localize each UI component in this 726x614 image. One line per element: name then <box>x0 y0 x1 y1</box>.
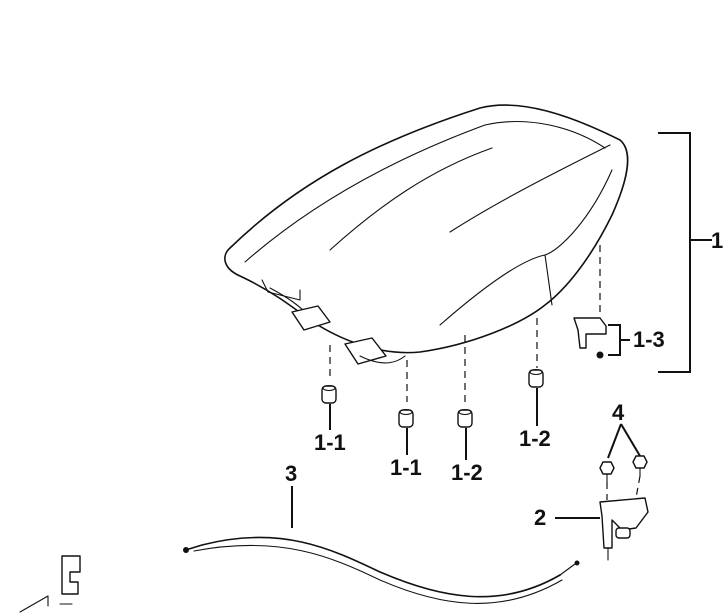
guide-line <box>635 475 641 499</box>
seat-cable-drawing <box>183 536 580 604</box>
seat-drawing <box>224 104 629 365</box>
lock-bracket-drawing <box>599 497 649 561</box>
grommet <box>528 368 544 388</box>
bolt <box>632 455 648 477</box>
grommet <box>398 408 414 428</box>
label-bolts: 4 <box>612 400 625 425</box>
grommet <box>457 408 473 428</box>
bracket-leader <box>608 324 621 356</box>
label-seat-bracket: 1-3 <box>633 327 665 352</box>
label-lock-bracket: 2 <box>534 505 547 530</box>
label-seat-assembly: 1 <box>711 228 724 253</box>
leader-line <box>620 423 641 457</box>
grommet <box>321 384 337 404</box>
label-cable: 3 <box>285 461 298 486</box>
label-grommet-1-2: 1-2 <box>451 460 483 485</box>
leader-line <box>607 423 622 459</box>
label-grommet-1-1: 1-1 <box>314 430 346 455</box>
seat-bracket-drawing <box>573 317 607 359</box>
seat-assembly-bracket <box>658 132 691 373</box>
label-grommet-1-1: 1-1 <box>390 455 422 480</box>
bolt <box>599 461 615 483</box>
front-arrow-icon <box>19 555 81 613</box>
label-grommet-1-2: 1-2 <box>519 426 551 451</box>
